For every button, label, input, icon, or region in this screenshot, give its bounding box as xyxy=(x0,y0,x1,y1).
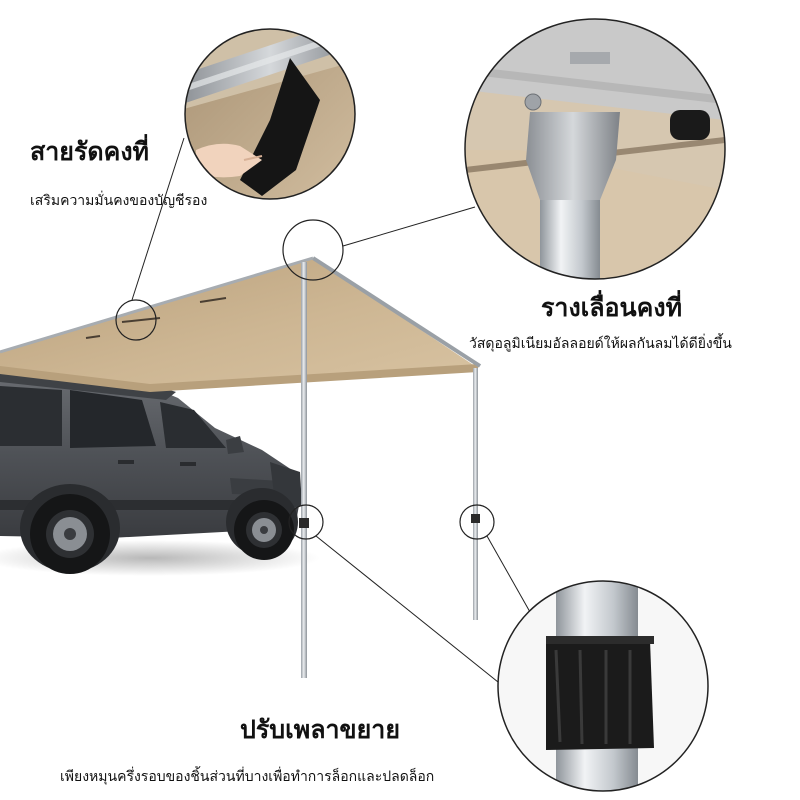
support-pole-rear xyxy=(473,368,478,620)
marker-rail xyxy=(282,219,344,281)
strap-subtitle: เสริมความมั่นคงของบัญชีรอง xyxy=(30,193,208,209)
detail-strap-border xyxy=(184,28,356,200)
marker-pole-rear xyxy=(459,504,495,540)
rail-title: รางเลื่อนคงที่ xyxy=(541,293,683,322)
detail-pole-lock-border xyxy=(497,580,709,792)
awning-canopy xyxy=(0,256,482,392)
marker-pole-front xyxy=(288,504,324,540)
suv-car xyxy=(0,356,302,574)
support-pole-front xyxy=(301,262,307,678)
pole-lock-front xyxy=(299,518,309,528)
pole-subtitle: เพียงหมุนครึ่งรอบของชิ้นส่วนที่บางเพื่อท… xyxy=(60,769,435,785)
detail-strap xyxy=(185,29,355,199)
pole-lock-rear xyxy=(471,514,480,523)
marker-strap xyxy=(115,299,157,341)
front-wheel xyxy=(234,500,294,560)
detail-pole-lock xyxy=(498,581,708,791)
detail-rail xyxy=(465,19,725,279)
rail-subtitle: วัสดุอลูมิเนียมอัลลอยด์ให้ผลกันลมได้ดียิ… xyxy=(469,336,732,352)
rear-wheel xyxy=(30,494,110,574)
pole-title: ปรับเพลาขยาย xyxy=(240,715,400,744)
detail-rail-border xyxy=(464,18,726,280)
leader-lines xyxy=(131,137,531,683)
strap-title: สายรัดคงที่ xyxy=(30,137,150,166)
